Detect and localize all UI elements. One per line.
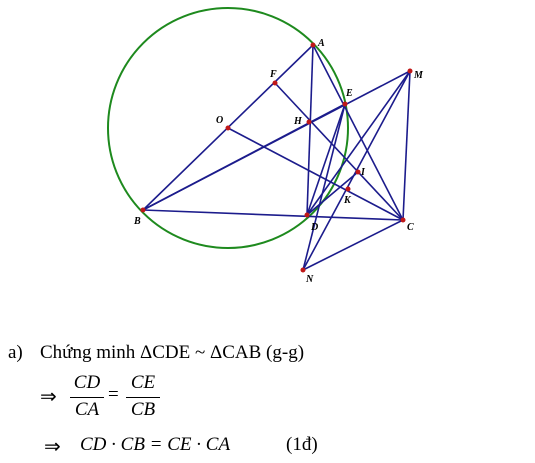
part-a-prefix: a) bbox=[8, 342, 23, 363]
segment-ad bbox=[306, 44, 314, 216]
equals-sign: = bbox=[108, 384, 119, 405]
label-c: C bbox=[407, 222, 414, 233]
label-h: H bbox=[293, 116, 303, 127]
segment-di bbox=[306, 171, 359, 216]
fraction-1-bar bbox=[70, 397, 104, 398]
segment-mc bbox=[402, 70, 411, 221]
segment-bm bbox=[142, 70, 411, 211]
fraction-2-numerator: CE bbox=[130, 372, 156, 393]
score-label: (1đ) bbox=[286, 434, 318, 455]
fraction-1-denominator: CA bbox=[74, 399, 100, 420]
point-d bbox=[304, 212, 310, 218]
label-e: E bbox=[345, 88, 353, 99]
label-b: B bbox=[133, 216, 141, 227]
fraction-2-denominator: CB bbox=[130, 399, 156, 420]
segment-nc bbox=[302, 219, 404, 271]
point-b bbox=[140, 207, 146, 213]
point-k bbox=[345, 186, 351, 192]
point-i bbox=[355, 169, 361, 175]
segment-oc bbox=[227, 127, 404, 221]
segment-ac bbox=[312, 44, 404, 221]
label-k: K bbox=[343, 195, 352, 206]
point-o bbox=[225, 125, 231, 131]
point-a bbox=[310, 42, 316, 48]
circle-o bbox=[107, 7, 349, 249]
segment-ed bbox=[306, 103, 346, 216]
point-c bbox=[400, 217, 406, 223]
points bbox=[140, 42, 413, 273]
segment-dm bbox=[306, 70, 411, 216]
segments bbox=[142, 44, 411, 271]
label-i: I bbox=[360, 167, 366, 178]
label-m: M bbox=[413, 70, 424, 81]
point-h bbox=[306, 119, 312, 125]
segment-bc bbox=[142, 209, 404, 221]
segment-fc bbox=[274, 82, 404, 221]
label-f: F bbox=[269, 69, 277, 80]
part-a-statement: Chứng minh ΔCDE ~ ΔCAB (g-g) bbox=[40, 342, 305, 363]
fraction-2-bar bbox=[126, 397, 160, 398]
fraction-1-numerator: CD bbox=[73, 372, 101, 393]
label-o: O bbox=[216, 115, 223, 126]
product-equation: CD · CB = CE · CA bbox=[80, 434, 231, 455]
point-f bbox=[272, 80, 278, 86]
label-d: D bbox=[310, 222, 318, 233]
label-a: A bbox=[317, 38, 325, 49]
point-e bbox=[342, 101, 348, 107]
geometry-figure: A F O E M H I K B D C N bbox=[107, 7, 424, 285]
segment-ne bbox=[302, 103, 346, 271]
implies-arrow-2: ⇒ bbox=[44, 436, 61, 458]
point-n bbox=[300, 267, 306, 273]
label-n: N bbox=[305, 274, 314, 285]
implies-arrow-1: ⇒ bbox=[40, 386, 57, 408]
point-m bbox=[407, 68, 413, 74]
